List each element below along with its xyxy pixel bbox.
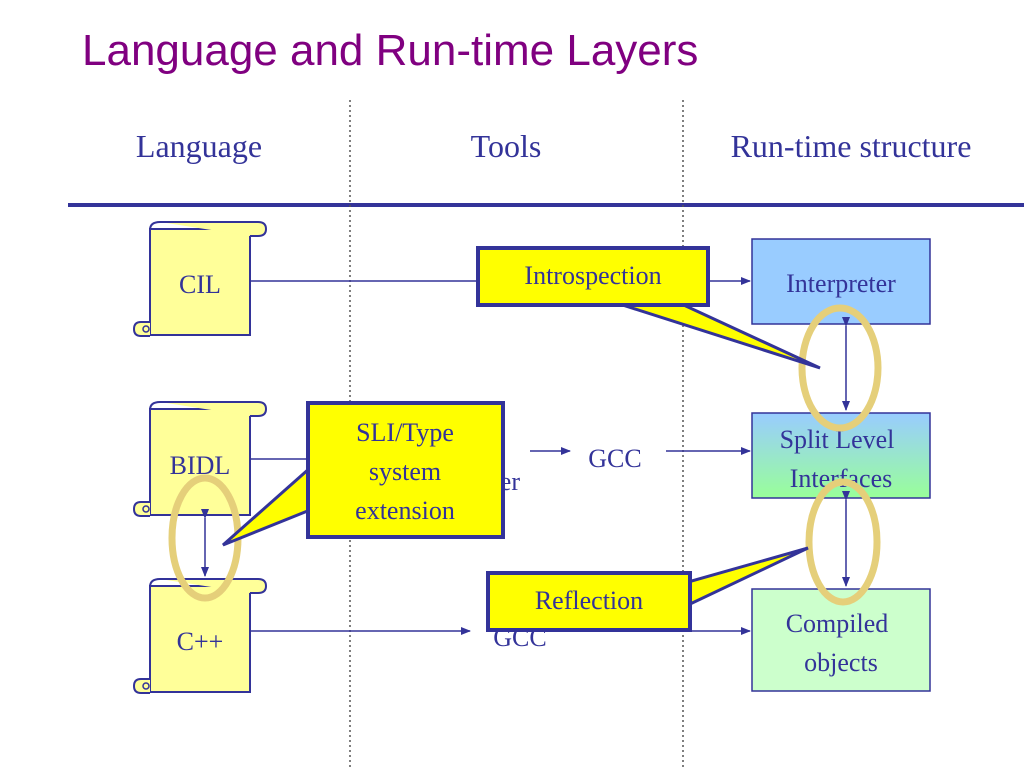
compiled-objects-label-line1: Compiled: [786, 609, 889, 638]
compiled-objects-box: [751, 588, 931, 692]
column-header-tools: Tools: [471, 128, 542, 164]
scroll-bidl: [132, 401, 268, 517]
page-title: Language and Run-time Layers: [82, 26, 698, 75]
compiled-objects-label-line2: objects: [804, 648, 878, 677]
highlight-ellipse-bottom: [805, 478, 881, 606]
column-header-runtime: Run-time structure: [731, 128, 972, 164]
scroll-cpp-label: C++: [177, 627, 224, 656]
scroll-cil-label: CIL: [179, 270, 221, 299]
callout-sli-line1: SLI/Type: [356, 418, 454, 447]
split-level-label-line2: Interfaces: [790, 464, 892, 493]
tool-gcc-bidl: GCC: [588, 444, 641, 473]
callout-sli: [306, 401, 505, 539]
callout-sli-line2: system: [369, 457, 441, 486]
callout-introspection: [476, 246, 710, 307]
callout-reflection-text: Reflection: [535, 586, 643, 615]
interpreter-label: Interpreter: [786, 269, 896, 298]
highlight-ellipse-top: [798, 304, 882, 432]
scroll-cil: [132, 221, 268, 337]
callout-introspection-text: Introspection: [524, 261, 661, 290]
callout-sli-line3: extension: [355, 496, 455, 525]
column-header-language: Language: [136, 128, 262, 164]
callout-reflection: [486, 571, 692, 632]
